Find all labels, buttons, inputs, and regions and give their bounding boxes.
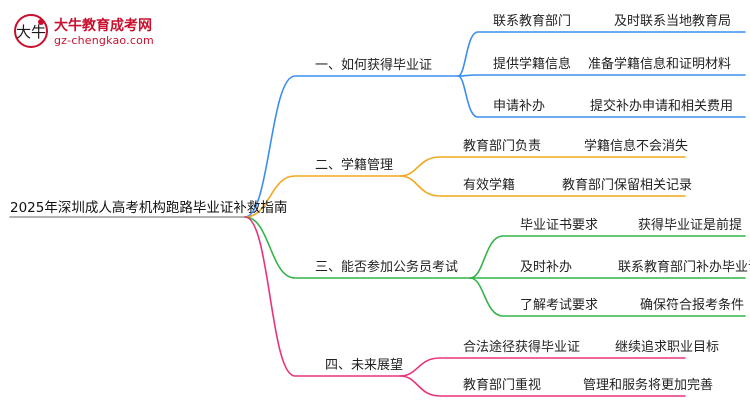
branch-1-child-1: 联系教育部门 — [493, 14, 572, 29]
branch-1-child-2: 提供学籍信息 — [493, 57, 572, 72]
branch-3-child-3: 了解考试要求 — [520, 298, 599, 313]
branch-3-child-1-connector — [469, 235, 746, 279]
branch-2-label: 二、学籍管理 — [315, 158, 394, 173]
branch-3-leaf-1: 获得毕业证是前提 — [638, 218, 743, 233]
branch-3-child-1: 毕业证书要求 — [520, 218, 599, 233]
logo-dot-icon — [38, 19, 44, 25]
branch-2-child-1: 教育部门负责 — [463, 139, 542, 154]
branch-2-child-1-connector — [399, 156, 686, 177]
branch-1-leaf-3: 提交补办申请和相关费用 — [590, 99, 734, 114]
branch-4-label: 四、未来展望 — [325, 358, 404, 373]
branch-2-child-2-connector — [399, 175, 686, 197]
branch-1-label: 一、如何获得毕业证 — [315, 58, 433, 73]
site-logo[interactable]: 大牛 大牛教育成考网 gz-chengkao.com — [14, 12, 164, 56]
branch-3-label: 三、能否参加公务员考试 — [315, 260, 459, 275]
branch-4-connector — [244, 216, 401, 377]
branch-1-child-3-connector — [457, 75, 746, 118]
branch-3-leaf-3: 确保符合报考条件 — [640, 298, 745, 313]
branch-2-leaf-1: 学籍信息不会消失 — [584, 139, 689, 154]
branch-3-child-2: 及时补办 — [520, 260, 573, 275]
branch-1-connector — [244, 75, 459, 218]
logo-name: 大牛教育成考网 — [54, 18, 152, 34]
branch-1-child-3: 申请补办 — [493, 99, 546, 114]
branch-1-leaf-2: 准备学籍信息和证明材料 — [588, 57, 732, 72]
branch-4-child-2-connector — [399, 375, 686, 397]
logo-url: gz-chengkao.com — [54, 34, 154, 47]
logo-badge-icon: 大牛 — [14, 14, 48, 48]
branch-4-child-1: 合法途径获得毕业证 — [463, 340, 581, 355]
branch-2-leaf-2: 教育部门保留相关记录 — [562, 178, 693, 193]
mindmap-root: 2025年深圳成人高考机构跑路毕业证补救指南 — [10, 200, 288, 216]
branch-3-child-3-connector — [469, 277, 746, 317]
branch-1-leaf-1: 及时联系当地教育局 — [614, 14, 732, 29]
branch-4-leaf-1: 继续追求职业目标 — [615, 340, 720, 355]
branch-4-leaf-2: 管理和服务将更加完善 — [583, 378, 714, 393]
branch-2-connector — [244, 175, 401, 218]
branch-4-child-1-connector — [399, 357, 686, 377]
branch-2-child-2: 有效学籍 — [463, 178, 516, 193]
branch-3-leaf-2: 联系教育部门补办毕业证 — [618, 260, 750, 275]
logo-badge-text: 大牛 — [16, 22, 47, 41]
branch-1-child-2-connector — [457, 74, 746, 77]
branch-3-connector — [244, 216, 471, 279]
branch-1-child-1-connector — [457, 31, 746, 77]
branch-4-child-2: 教育部门重视 — [463, 378, 542, 393]
